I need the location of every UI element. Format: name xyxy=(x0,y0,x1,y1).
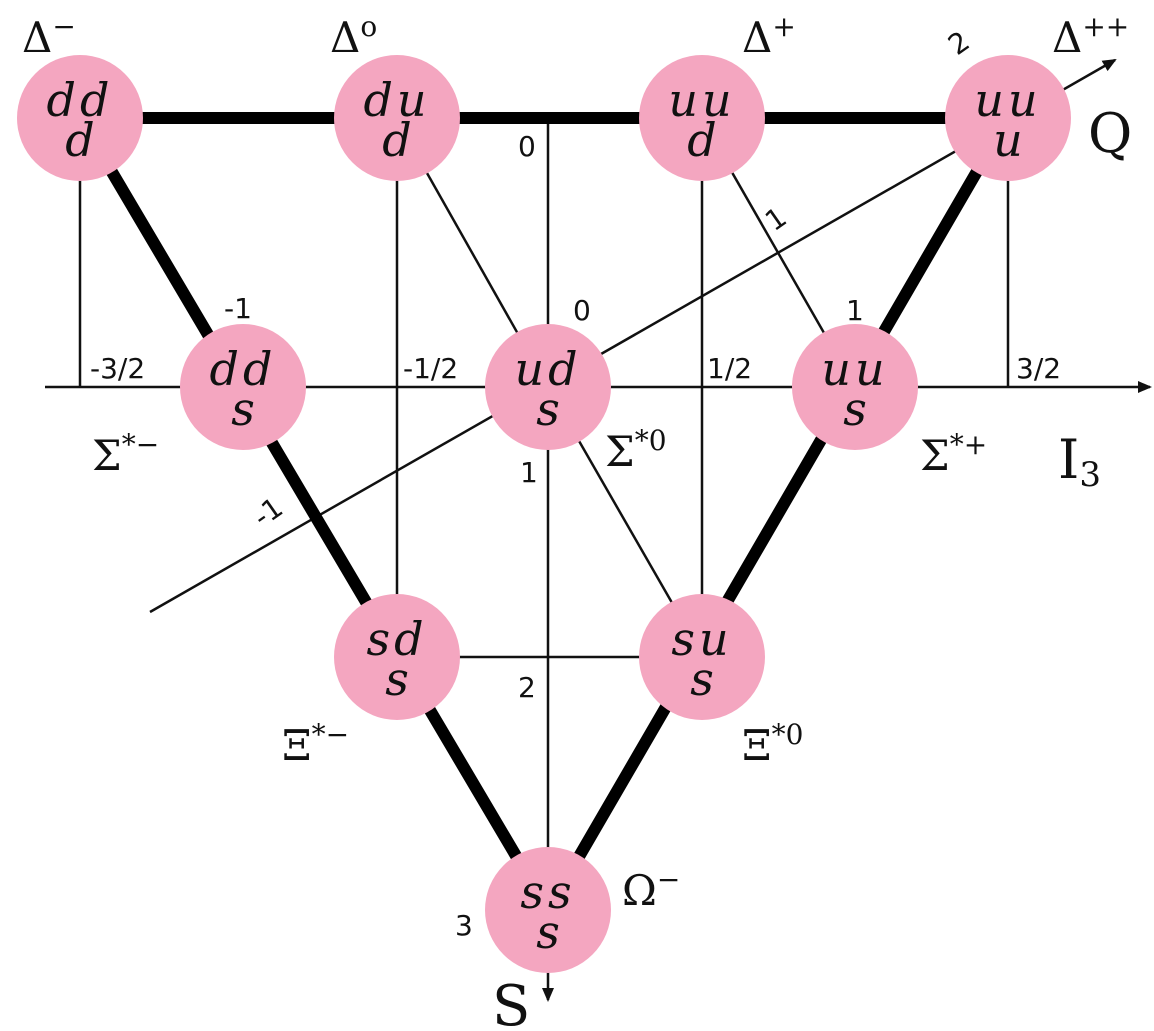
s-tick-1: 1 xyxy=(520,456,538,489)
i3-label-main: I xyxy=(1058,428,1079,491)
particle-name-sigma-star-zero: Σ*0 xyxy=(605,424,667,476)
particle-name-delta-plusplus: Δ++ xyxy=(1052,10,1129,62)
particle-symbol: Ξ xyxy=(742,721,772,770)
i3-axis-label: I3 xyxy=(1058,428,1101,495)
particle-name-xi-star-zero: Ξ*0 xyxy=(742,718,803,770)
quark-content-bottom: s xyxy=(385,652,409,706)
particle-sigma-star-zero: uds xyxy=(485,324,611,450)
particle-xi-star-zero: sus xyxy=(639,594,765,720)
quark-content-top: ud xyxy=(514,342,581,396)
particle-superscript: + xyxy=(772,10,795,43)
s-tick-0: 0 xyxy=(518,130,536,163)
particle-name-sigma-star-plus: Σ*+ xyxy=(920,428,987,480)
quark-content-bottom: d xyxy=(382,113,411,167)
q-tick-minus-1-b: -1 xyxy=(247,491,289,534)
quark-content-top: uu xyxy=(821,342,888,396)
particle-symbol: Δ xyxy=(742,13,772,62)
particle-circle xyxy=(639,55,765,181)
triangle-edges xyxy=(74,112,1014,916)
quark-content-top: dd xyxy=(210,342,277,396)
quark-content-top: su xyxy=(671,612,732,666)
particle-symbol: Ω xyxy=(622,866,657,915)
quark-content-top: uu xyxy=(974,73,1041,127)
particle-name-delta-minus: Δ− xyxy=(22,10,76,62)
particle-symbol: Ξ xyxy=(282,721,312,770)
axis-labels: Q I3 S xyxy=(492,102,1132,1031)
q-tick-minus-1: -1 xyxy=(224,292,252,325)
particle-circle xyxy=(334,55,460,181)
particle-symbol: Σ xyxy=(920,431,950,480)
s-axis-label: S xyxy=(492,974,530,1031)
particle-circle xyxy=(180,324,306,450)
particle-superscript: *0 xyxy=(772,718,804,751)
particle-superscript: *+ xyxy=(950,428,987,461)
particle-delta-plus: uud xyxy=(639,55,765,181)
particle-superscript: *0 xyxy=(635,424,667,457)
quark-content-top: ss xyxy=(520,865,575,919)
q-tick-1: 1 xyxy=(846,294,864,327)
quark-content-top: uu xyxy=(668,73,735,127)
q-tick-2: 2 xyxy=(942,24,976,61)
particle-symbol: Δ xyxy=(330,13,360,62)
quark-content-bottom: s xyxy=(536,905,560,959)
i3-tick-plus-1-2: 1/2 xyxy=(707,352,752,385)
particle-circle xyxy=(334,594,460,720)
particle-superscript: o xyxy=(360,10,377,43)
quark-content-bottom: s xyxy=(690,652,714,706)
tick-labels: -3/2 -1/2 1/2 3/2 0 1 2 3 -1 -1 0 1 1 2 xyxy=(90,24,1061,942)
particle-name-xi-star-minus: Ξ*− xyxy=(282,718,349,770)
quark-content-bottom: u xyxy=(993,113,1023,167)
i3-tick-plus-3-2: 3/2 xyxy=(1016,352,1061,385)
particle-circle xyxy=(792,324,918,450)
right-edge xyxy=(542,112,1014,916)
particle-symbol: Δ xyxy=(1052,13,1082,62)
particle-delta-plusplus: uuu xyxy=(945,55,1071,181)
particle-name-delta-zero: Δo xyxy=(330,10,377,62)
s-tick-2: 2 xyxy=(518,671,536,704)
particle-name-sigma-star-minus: Σ*− xyxy=(92,428,159,480)
i3-tick-minus-1-2: -1/2 xyxy=(403,352,458,385)
quark-content-top: du xyxy=(363,73,430,127)
particle-circle xyxy=(639,594,765,720)
particle-circle xyxy=(485,324,611,450)
quark-content-bottom: s xyxy=(536,382,560,436)
particle-sigma-star-plus: uus xyxy=(792,324,918,450)
quark-content-bottom: s xyxy=(231,382,255,436)
particle-symbol: Δ xyxy=(22,13,52,62)
particle-delta-minus: ddd xyxy=(17,55,143,181)
q-tick-0: 0 xyxy=(573,294,591,327)
particle-sigma-star-minus: dds xyxy=(180,324,306,450)
particle-superscript: *− xyxy=(122,428,159,461)
i3-tick-minus-3-2: -3/2 xyxy=(90,352,145,385)
particle-superscript: ++ xyxy=(1082,10,1129,43)
quark-content-bottom: d xyxy=(65,113,94,167)
particle-circle xyxy=(945,55,1071,181)
particle-superscript: − xyxy=(657,863,680,896)
particle-circle xyxy=(485,847,611,973)
s-tick-3: 3 xyxy=(455,909,473,942)
particle-symbol: Σ xyxy=(92,431,122,480)
quark-content-top: dd xyxy=(47,73,114,127)
left-edge xyxy=(74,112,554,916)
i3-label-sub: 3 xyxy=(1079,455,1101,495)
q-axis-label: Q xyxy=(1088,102,1132,165)
quark-content-top: sd xyxy=(366,612,427,666)
particle-superscript: *− xyxy=(312,718,349,751)
particle-name-omega-minus: Ω− xyxy=(622,863,680,915)
particle-omega-minus: sss xyxy=(485,847,611,973)
thin-lines xyxy=(45,58,1152,1002)
quark-content-bottom: d xyxy=(687,113,716,167)
particle-symbol: Σ xyxy=(605,427,635,476)
particle-delta-zero: dud xyxy=(334,55,460,181)
q-tick-1-b: 1 xyxy=(759,200,793,237)
particle-name-delta-plus: Δ+ xyxy=(742,10,796,62)
particle-xi-star-minus: sds xyxy=(334,594,460,720)
particle-circle xyxy=(17,55,143,181)
quark-content-bottom: s xyxy=(843,382,867,436)
particle-superscript: − xyxy=(52,10,75,43)
